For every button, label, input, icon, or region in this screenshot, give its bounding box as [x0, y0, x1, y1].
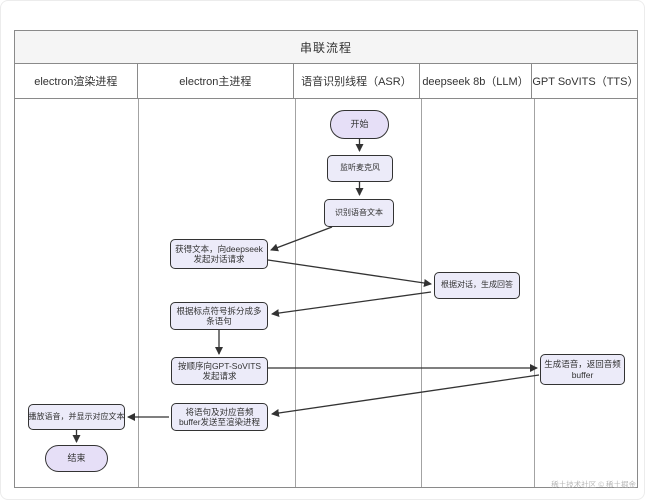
flow-arrows: [72, 139, 540, 443]
node-send-buffer: 将语句及对应音频buffer发送至渲染进程: [171, 403, 268, 431]
node-recognize-text: 识别语音文本: [324, 199, 394, 227]
edge-recognize-gettext: [270, 226, 333, 252]
edge-gettext-answer: [267, 259, 432, 287]
lane-header-asr: 语音识别线程（ASR）: [294, 64, 420, 98]
node-request-tts: 按顺序向GPT-SoVITS发起请求: [171, 357, 268, 385]
lane-divider: [295, 99, 296, 487]
lane-header-llm: deepseek 8b（LLM）: [420, 64, 533, 98]
node-split-sentences: 根据标点符号拆分成多条语句: [170, 302, 268, 330]
lane-header-tts: GPT SoVITS（TTS）: [532, 76, 639, 88]
watermark: 稀土技术社区 © 稀土掘金: [551, 480, 636, 489]
diagram-body: 开始 监听麦克风 识别语音文本 获得文本，向deepseek发起对话请求 根据对…: [15, 99, 637, 487]
node-end: 结束: [45, 445, 108, 472]
lane-divider: [138, 99, 139, 487]
node-generate-voice: 生成语音，返回音频buffer: [540, 354, 625, 385]
node-start: 开始: [330, 110, 389, 139]
lane-header-row: electron渲染进程 electron主进程 语音识别线程（ASR） dee…: [15, 64, 639, 99]
lane-header-electron-main: electron主进程: [138, 64, 295, 98]
edge-genvoice-sendbuffer: [271, 374, 540, 417]
lane-divider: [534, 99, 535, 487]
edge-answer-split: [271, 291, 432, 318]
node-get-text-request-llm: 获得文本，向deepseek发起对话请求: [170, 239, 268, 269]
node-play-voice: 播放语音，并显示对应文本: [28, 404, 125, 430]
swimlane-table: 串联流程 electron渲染进程 electron主进程 语音识别线程（ASR…: [14, 30, 639, 488]
node-generate-answer: 根据对话，生成回答: [434, 272, 520, 299]
diagram-title: 串联流程: [15, 31, 637, 64]
lane-header-electron-renderer: electron渲染进程: [15, 64, 138, 98]
node-listen-mic: 监听麦克风: [327, 155, 393, 182]
